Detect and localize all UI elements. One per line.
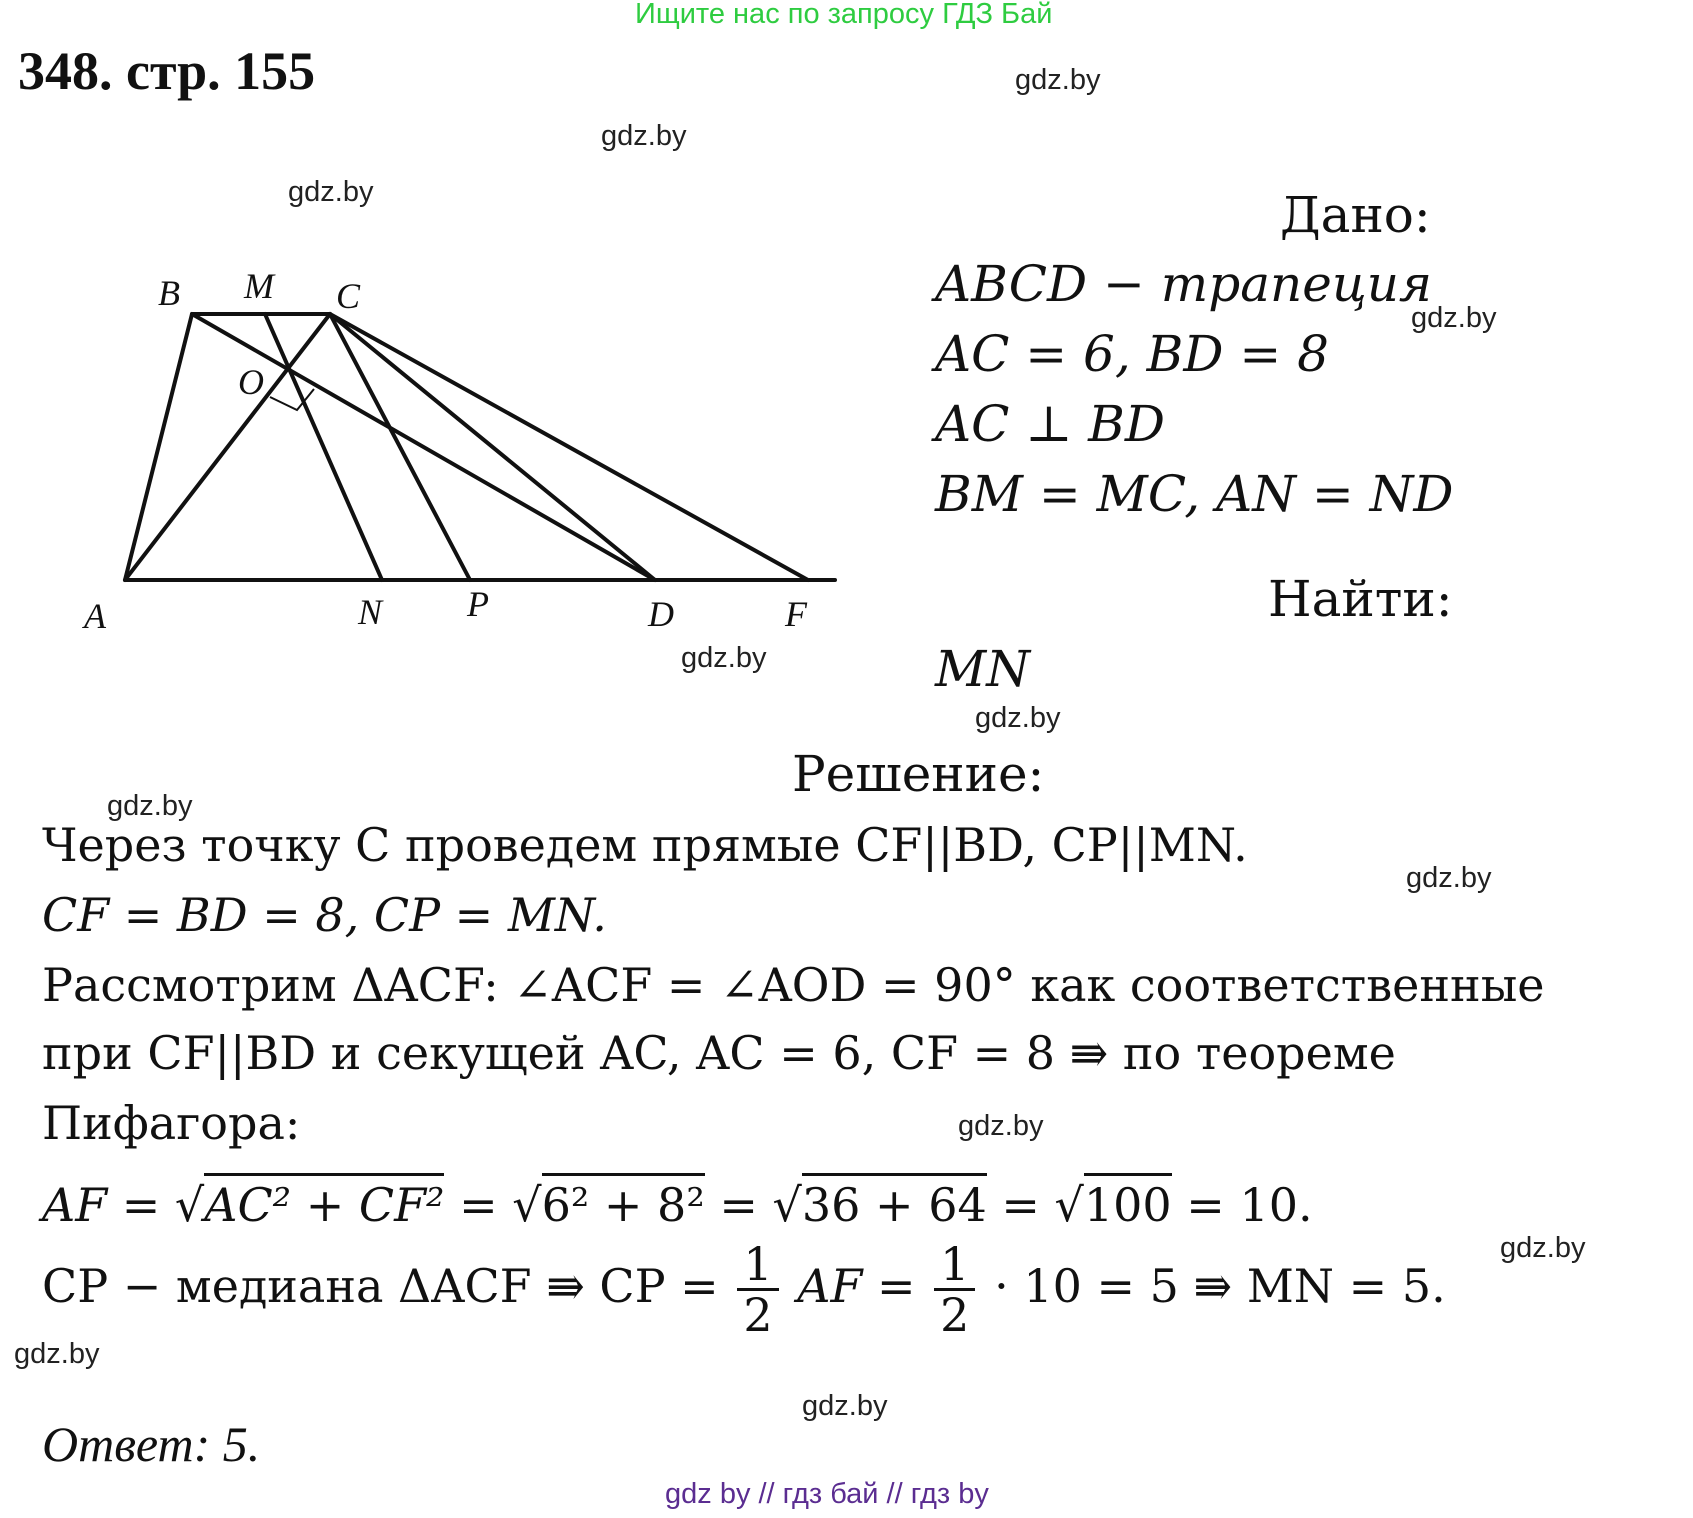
watermark: gdz.by xyxy=(288,176,374,208)
watermark: gdz.by xyxy=(107,790,193,822)
given-line-3: AC ⊥ BD xyxy=(935,395,1166,453)
given-line-1: ABCD − трапеция xyxy=(935,255,1433,313)
fraction-denominator: 2 xyxy=(940,1288,970,1343)
trapezoid-figure: B M C O A N P D F xyxy=(82,266,837,636)
problem-title: 348. стр. 155 xyxy=(18,41,316,101)
footer-links[interactable]: gdz by // гдз бай // гдз by xyxy=(665,1478,989,1510)
median-part: CP − медиана ΔACF ⇛ CP = xyxy=(42,1258,719,1313)
solution-line-4: при CF||BD и секущей AC, AC = 6, CF = 8 … xyxy=(42,1026,1396,1080)
radicand: 36 + 64 xyxy=(801,1173,987,1232)
solution-heading: Решение: xyxy=(792,745,1045,803)
watermark: gdz.by xyxy=(601,120,687,152)
fraction-numerator: 1 xyxy=(934,1240,976,1292)
find-value: MN xyxy=(935,640,1030,698)
label-d: D xyxy=(647,594,674,634)
segment-mn xyxy=(263,312,384,582)
median-part: · 10 = 5 ⇛ MN = 5. xyxy=(994,1258,1446,1313)
radicand: 6² + 8² xyxy=(541,1173,705,1232)
find-heading: Найти: xyxy=(1268,570,1453,628)
solution-line-5: Пифагора: xyxy=(42,1096,301,1150)
solution-line-1: Через точку C проведем прямые CF||BD, CP… xyxy=(42,818,1248,872)
label-f: F xyxy=(784,594,808,634)
fraction-numerator: 1 xyxy=(737,1240,779,1292)
answer: Ответ: 5. xyxy=(42,1416,261,1472)
fraction-denominator: 2 xyxy=(743,1288,773,1343)
watermark: gdz.by xyxy=(1015,64,1101,96)
watermark: gdz.by xyxy=(975,702,1061,734)
watermark: gdz.by xyxy=(1411,302,1497,334)
solution-line-3: Рассмотрим ΔACF: ∠ACF = ∠AOD = 90° как с… xyxy=(42,958,1545,1012)
pythagoras-part: = √ xyxy=(444,1178,542,1232)
watermark: gdz.by xyxy=(681,642,767,674)
segment-ab xyxy=(123,312,194,582)
segment-cd xyxy=(328,312,657,582)
diagonal-bd xyxy=(190,312,657,582)
label-a: A xyxy=(82,596,107,636)
radicand: 100 xyxy=(1083,1173,1172,1232)
segment-cp xyxy=(328,312,472,582)
solution-line-2: CF = BD = 8, CP = MN. xyxy=(42,888,607,942)
label-p: P xyxy=(466,584,489,624)
top-banner[interactable]: Ищите нас по запросу ГДЗ Бай xyxy=(635,0,1053,30)
label-o: O xyxy=(238,362,264,402)
label-n: N xyxy=(357,592,384,632)
right-angle-marker xyxy=(269,388,315,412)
diagonal-ac xyxy=(123,312,332,582)
watermark: gdz.by xyxy=(958,1110,1044,1142)
pythagoras-part: = √ xyxy=(704,1178,802,1232)
watermark: gdz.by xyxy=(14,1338,100,1370)
label-m: M xyxy=(243,266,276,306)
watermark: gdz.by xyxy=(1500,1232,1586,1264)
solution-line-6: AF = √AC² + CF² = √6² + 8² = √36 + 64 = … xyxy=(42,1173,1313,1232)
pythagoras-part: AF = √ xyxy=(42,1178,205,1232)
label-b: B xyxy=(158,273,180,313)
pythagoras-part: = 10. xyxy=(1171,1178,1313,1232)
pythagoras-part: = √ xyxy=(986,1178,1084,1232)
radicand: AC² + CF² xyxy=(204,1173,445,1232)
segment-cf xyxy=(328,312,810,582)
given-heading: Дано: xyxy=(1280,186,1431,244)
median-part: AF = xyxy=(797,1258,916,1313)
label-c: C xyxy=(336,276,361,316)
watermark: gdz.by xyxy=(802,1390,888,1422)
given-line-4: BM = MC, AN = ND xyxy=(935,465,1454,523)
given-line-2: AC = 6, BD = 8 xyxy=(935,325,1329,383)
watermark: gdz.by xyxy=(1406,862,1492,894)
